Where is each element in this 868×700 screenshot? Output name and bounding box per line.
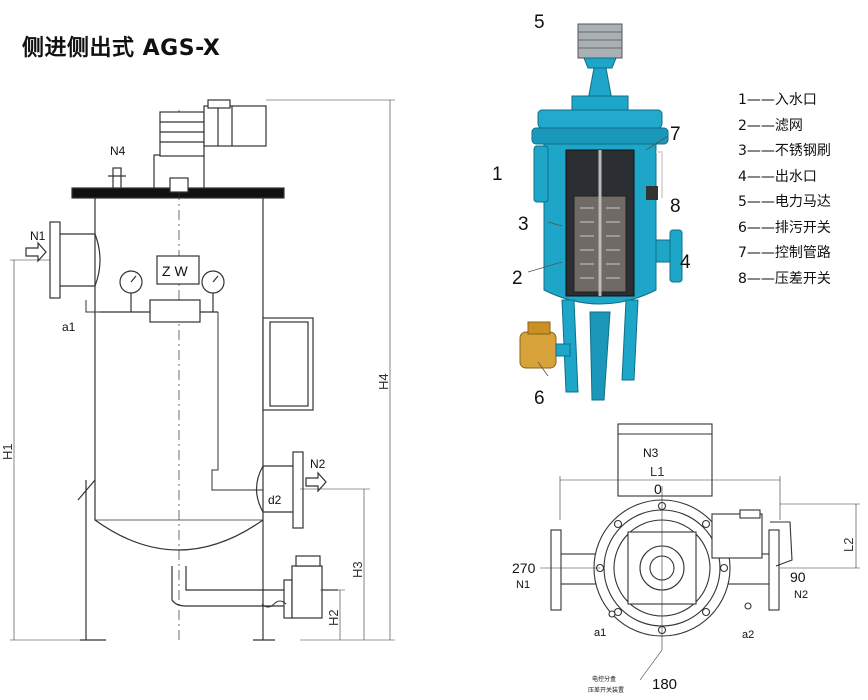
n1-flange bbox=[49, 221, 61, 299]
n1-arrow bbox=[25, 241, 47, 263]
photo-outlet bbox=[669, 229, 683, 283]
label-d2: d2 bbox=[268, 493, 282, 507]
legend-item: 8——压差开关 bbox=[738, 270, 831, 287]
component-legend: 1——入水口 2——滤网 3——不锈钢刷 4——出水口 5——电力马达 6——排… bbox=[738, 88, 831, 292]
legend-item: 7——控制管路 bbox=[738, 245, 831, 261]
callout-4: 4 bbox=[680, 252, 691, 273]
zw-nameplate bbox=[156, 255, 200, 285]
callout-6: 6 bbox=[534, 388, 545, 409]
n3-box bbox=[617, 423, 713, 497]
callout-1: 1 bbox=[492, 164, 503, 185]
label-0: 0 bbox=[654, 481, 662, 497]
label-90: 90 bbox=[790, 569, 806, 585]
differential-switch bbox=[149, 299, 201, 323]
dim-h3: H3 bbox=[350, 561, 365, 578]
dim-h1: H1 bbox=[0, 443, 15, 460]
callout-8: 8 bbox=[670, 196, 681, 217]
cutaway-illustration bbox=[519, 23, 683, 401]
callout-5: 5 bbox=[534, 12, 545, 33]
vessel-body bbox=[94, 198, 264, 551]
label-a1-top: a1 bbox=[594, 627, 606, 639]
page-title: 侧进侧出式 AGS-X bbox=[22, 36, 221, 61]
label-270: 270 bbox=[512, 560, 536, 576]
legend-item: 3——不锈钢刷 bbox=[738, 143, 831, 159]
label-n2-top: N2 bbox=[794, 589, 808, 601]
gearbox bbox=[159, 111, 205, 157]
control-box bbox=[262, 317, 314, 411]
legend-item: 5——电力马达 bbox=[738, 194, 831, 210]
photo-lid bbox=[537, 109, 663, 129]
top-view-drawing bbox=[540, 423, 860, 681]
electric-motor bbox=[203, 105, 267, 147]
label-a2-top: a2 bbox=[742, 629, 754, 641]
label-n3: N3 bbox=[643, 446, 659, 460]
dim-l2: L2 bbox=[841, 538, 856, 552]
photo-motor bbox=[577, 23, 623, 59]
callout-3: 3 bbox=[518, 214, 529, 235]
drain-valve bbox=[291, 565, 323, 619]
left-side-drawing bbox=[10, 99, 395, 641]
top-view-motor bbox=[711, 513, 763, 559]
note-control-box: 电控分盒 bbox=[592, 675, 616, 683]
legend-item: 2——滤网 bbox=[738, 117, 803, 134]
note-dp-switch: 压差开关装置 bbox=[588, 686, 624, 694]
label-180: 180 bbox=[652, 676, 677, 693]
n2-arrow bbox=[305, 471, 327, 493]
legend-item: 4——出水口 bbox=[738, 168, 817, 185]
dim-l1: L1 bbox=[650, 464, 664, 479]
legend-item: 1——入水口 bbox=[738, 92, 817, 108]
callout-7: 7 bbox=[670, 124, 681, 145]
label-n2: N2 bbox=[310, 457, 326, 471]
dim-h4: H4 bbox=[376, 373, 391, 390]
label-n1: N1 bbox=[30, 229, 46, 243]
label-n4: N4 bbox=[110, 144, 126, 158]
photo-inlet bbox=[533, 145, 549, 203]
n2-flange bbox=[292, 451, 304, 529]
callout-2: 2 bbox=[512, 268, 523, 289]
n4-vent bbox=[112, 167, 122, 189]
dim-h2: H2 bbox=[326, 609, 341, 626]
legend-item: 6——排污开关 bbox=[738, 219, 831, 236]
label-a1: a1 bbox=[62, 320, 76, 334]
label-zw: Z W bbox=[162, 263, 188, 279]
label-n1-top: N1 bbox=[516, 579, 530, 591]
